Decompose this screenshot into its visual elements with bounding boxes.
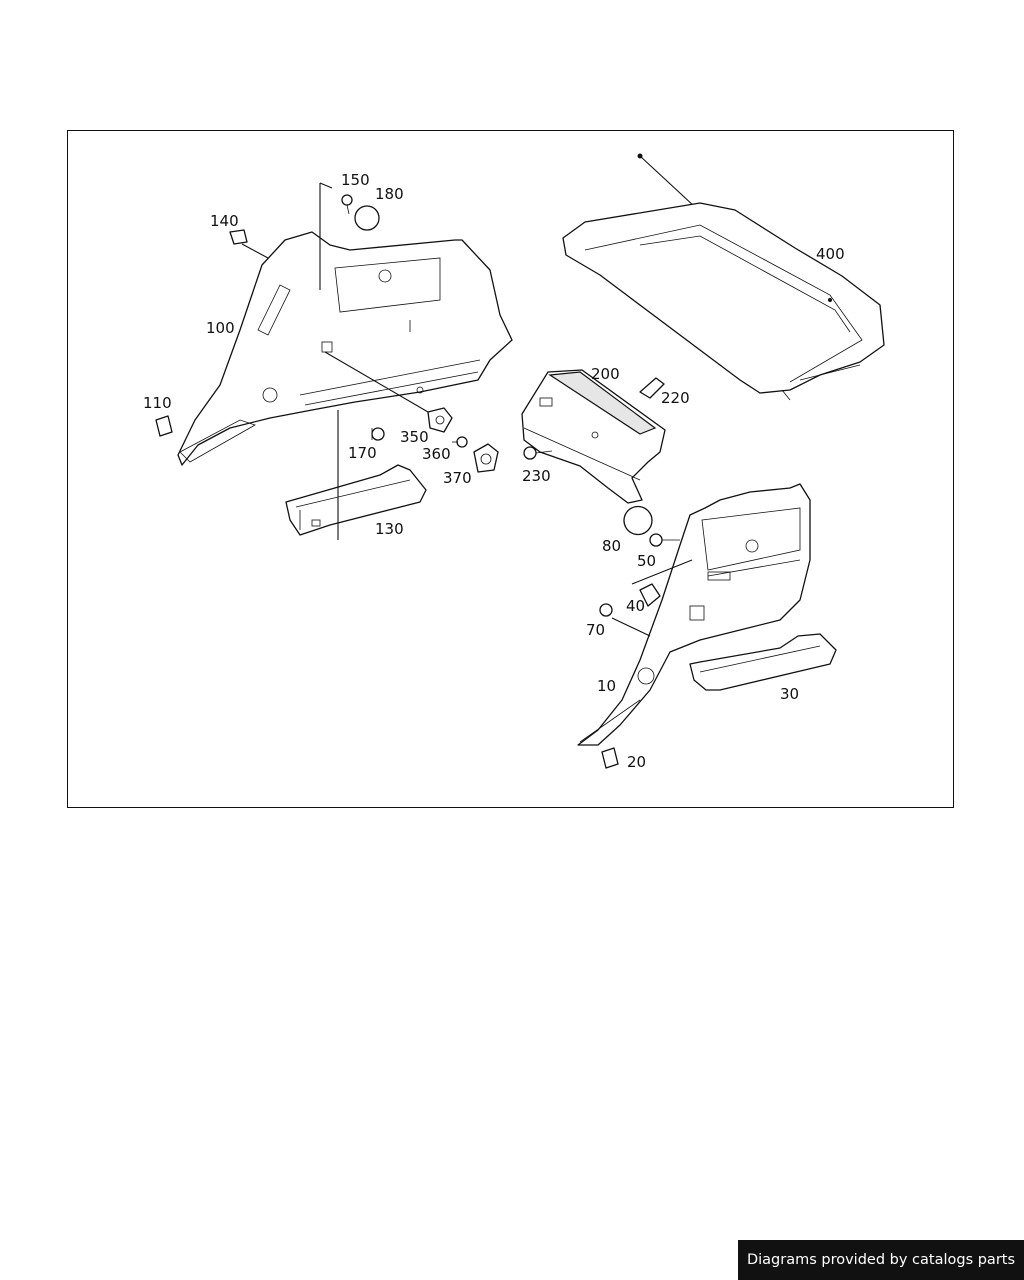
callout-110: 110 [143, 394, 172, 412]
part-10-right-pillar-trim [577, 483, 811, 746]
callout-100: 100 [206, 319, 235, 337]
callout-70: 70 [586, 621, 605, 639]
bolt-230 [523, 446, 553, 460]
callout-170: 170 [348, 444, 377, 462]
callout-200: 200 [591, 365, 620, 383]
assembly-line-150b [319, 182, 333, 189]
callout-140: 140 [210, 212, 239, 230]
callout-40: 40 [626, 597, 645, 615]
bolt-170 [371, 427, 385, 441]
callout-400: 400 [816, 245, 845, 263]
screw-50 [649, 533, 680, 547]
callout-20: 20 [627, 753, 646, 771]
callout-150: 150 [341, 171, 370, 189]
clip-20 [601, 747, 619, 769]
callout-80: 80 [602, 537, 621, 555]
leader-40 [631, 559, 693, 585]
screw-360 [452, 436, 468, 448]
leader-350 [324, 351, 429, 413]
callout-50: 50 [637, 552, 656, 570]
part-130-lower-trim [285, 464, 427, 536]
callout-130: 130 [375, 520, 404, 538]
callout-180: 180 [375, 185, 404, 203]
callout-230: 230 [522, 467, 551, 485]
callout-220: 220 [661, 389, 690, 407]
part-30-lower-right-trim [689, 633, 837, 691]
bracket-350 [427, 407, 453, 433]
clip-140 [229, 229, 248, 245]
footer-credit-banner: Diagrams provided by catalogs parts [738, 1240, 1024, 1280]
clip-220 [639, 377, 665, 399]
leader-140 [241, 243, 269, 259]
callout-350: 350 [400, 428, 429, 446]
clip-110 [155, 415, 173, 437]
part-400-parcel-shelf [562, 153, 885, 401]
part-200-sill-trim [521, 369, 666, 504]
cap-80 [623, 505, 653, 536]
bolt-70 [599, 603, 613, 617]
parts-diagram-frame [67, 130, 954, 808]
bracket-40 [639, 583, 661, 607]
callout-10: 10 [597, 677, 616, 695]
fastener-150 [341, 194, 353, 215]
callout-360: 360 [422, 445, 451, 463]
part-100-left-side-trim [177, 231, 513, 466]
cap-180 [354, 205, 380, 231]
callout-370: 370 [443, 469, 472, 487]
leader-70 [611, 617, 651, 637]
bracket-370 [473, 443, 499, 473]
callout-30: 30 [780, 685, 799, 703]
